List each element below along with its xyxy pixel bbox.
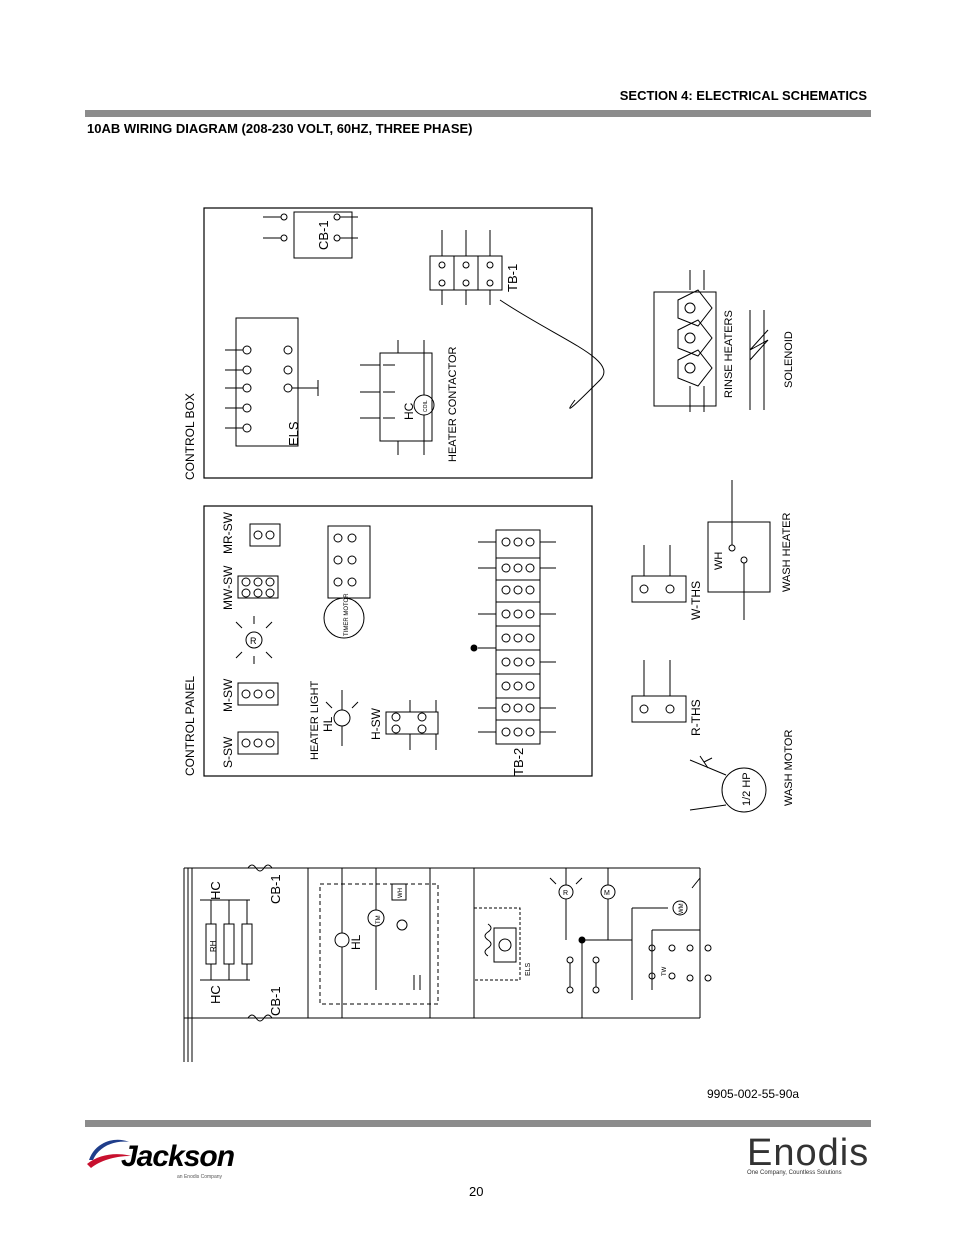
schematic-hl-tm: HL WH TM — [334, 868, 431, 1018]
rinse-heaters: RINSE HEATERS — [653, 270, 735, 412]
h-sw-switch: H-SW — [369, 700, 439, 750]
jackson-swoosh-icon — [87, 1139, 131, 1168]
schematic-r: R — [563, 890, 568, 897]
mw-mr-switches: MW-SW MR-SW — [221, 511, 281, 610]
heater-contactor-label: HEATER CONTACTOR — [447, 346, 459, 462]
page-number: 20 — [469, 1184, 484, 1199]
tb1-terminal-block: TB-1 — [429, 230, 605, 409]
tb2-terminal-block: TB-2 — [470, 529, 556, 776]
ladder-schematic: CB-1 CB-1 RH HC HC HL WH TM — [183, 864, 712, 1062]
m-sw-switch: M-SW — [221, 678, 279, 712]
wash-heater: WH WASH HEATER — [707, 480, 793, 620]
schematic-tm: TM — [376, 915, 382, 924]
control-box-label: CONTROL BOX — [183, 393, 197, 480]
bottom-rule — [85, 1120, 871, 1127]
jackson-wordmark: Jackson — [121, 1140, 235, 1173]
schematic-switch-network: TW WM — [566, 877, 712, 1018]
schematic-hl: HL — [349, 934, 363, 950]
section-title: SECTION 4: ELECTRICAL SCHEMATICS — [619, 88, 867, 103]
wh-label: WH — [713, 552, 725, 570]
wash-heater-label: WASH HEATER — [781, 512, 793, 592]
cb1-label: CB-1 — [316, 220, 331, 250]
schematic-els: ELS — [473, 868, 532, 1018]
wash-motor: 1/2 HP WASH MOTOR — [689, 730, 795, 813]
schematic-m: M — [604, 890, 610, 897]
tb2-label: TB-2 — [511, 748, 526, 776]
tb1-label: TB-1 — [505, 264, 520, 292]
control-panel-label: CONTROL PANEL — [183, 676, 197, 776]
rinse-heaters-label: RINSE HEATERS — [723, 310, 735, 398]
schematic-els-label: ELS — [525, 962, 532, 976]
enodis-logo: Enodis One Company, Countless Solutions — [742, 1132, 872, 1182]
s-sw-switch: S-SW — [221, 731, 279, 768]
solenoid-label: SOLENOID — [783, 331, 795, 388]
heater-light: HL HEATER LIGHT — [309, 680, 359, 760]
schematic-rh: RH — [209, 940, 218, 952]
schematic-lamps: R M — [549, 868, 616, 940]
timer-motor: TIMER MOTOR — [323, 525, 371, 639]
heater-light-label: HEATER LIGHT — [309, 680, 321, 760]
els-label: ELS — [286, 421, 301, 446]
enodis-wordmark: Enodis — [747, 1132, 870, 1174]
r-indicator-lamp: R — [235, 616, 273, 664]
control-box: CONTROL BOX CB-1 TB-1 — [183, 207, 795, 480]
m-sw-label: M-SW — [221, 678, 235, 712]
h-sw-label: H-SW — [369, 707, 383, 740]
r-lamp-label: R — [250, 636, 257, 646]
hc-label: HC — [402, 402, 416, 420]
enodis-tagline: One Company, Countless Solutions — [747, 1170, 842, 1176]
jackson-logo: Jackson an Enodis Company — [85, 1134, 270, 1184]
jackson-subtext: an Enodis Company — [177, 1174, 223, 1180]
page-heading: 10AB WIRING DIAGRAM (208-230 VOLT, 60HZ,… — [87, 121, 473, 136]
schematic-cb1-bottom: CB-1 — [268, 986, 283, 1016]
wash-motor-label: WASH MOTOR — [783, 730, 795, 806]
drawing-number: 9905-002-55-90a — [707, 1087, 800, 1101]
schematic-rinse-heaters: RH HC HC — [200, 881, 253, 1004]
w-ths-label: W-THS — [689, 581, 703, 620]
contactor-coil-label: COIL — [423, 400, 429, 412]
r-ths-thermostat: R-THS — [631, 660, 703, 736]
timer-motor-label: TIMER MOTOR — [344, 593, 350, 636]
schematic-tw: TW — [662, 966, 668, 976]
hl-label: HL — [321, 716, 335, 732]
mw-sw-label: MW-SW — [221, 565, 235, 610]
solenoid: SOLENOID — [749, 310, 795, 410]
els-module: ELS — [225, 317, 319, 447]
cb1-breaker: CB-1 — [263, 211, 358, 259]
heater-contactor: COIL HC HEATER CONTACTOR — [360, 340, 459, 462]
schematic-hc-bottom: HC — [208, 985, 223, 1004]
schematic-cb1-top: CB-1 — [268, 874, 283, 904]
wash-motor-hp-label: 1/2 HP — [741, 772, 753, 806]
s-sw-label: S-SW — [221, 736, 235, 768]
r-ths-label: R-THS — [689, 699, 703, 736]
control-panel: CONTROL PANEL S-SW M-SW R MW- — [183, 505, 593, 777]
schematic-wh: WH — [398, 888, 404, 898]
w-ths-thermostat: W-THS — [631, 545, 703, 620]
top-rule — [85, 110, 871, 117]
mr-sw-label: MR-SW — [221, 511, 235, 554]
cb1-breaker-symbols: CB-1 CB-1 — [247, 864, 283, 1022]
schematic-hc-top: HC — [208, 881, 223, 900]
schematic-wm: WM — [679, 903, 685, 914]
